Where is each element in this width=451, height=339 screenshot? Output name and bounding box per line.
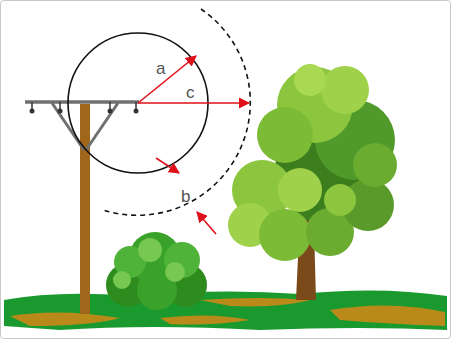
dimension-label: b [181,188,190,205]
ground [4,290,447,330]
dimension-label: a [156,60,165,77]
power-pole [25,102,139,314]
bush [106,232,207,310]
tree [228,64,397,300]
extended-zone-arc [103,9,250,215]
dimension-arrows [138,56,249,234]
dimension-label: c [186,84,195,101]
